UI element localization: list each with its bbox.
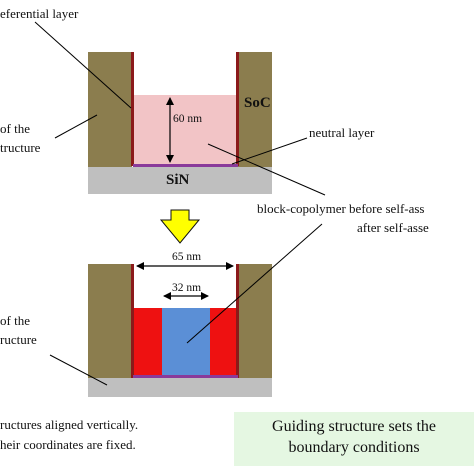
structure-label-top: tructure — [0, 140, 41, 155]
preferential-layer-left-bottom — [131, 264, 134, 378]
soc-label: SoC — [244, 95, 271, 111]
preferential-layer-left-top — [131, 52, 134, 166]
of-the-label-bottom: of the — [0, 313, 30, 328]
neutral-layer-label: neutral layer — [309, 125, 375, 140]
width-outer-label: 65 nm — [172, 251, 202, 263]
soc-wall-left-bottom — [88, 264, 132, 378]
process-arrow-icon — [159, 209, 201, 244]
soc-wall-right-bottom — [238, 264, 272, 378]
leader-bcp-before — [207, 143, 326, 196]
preferential-layer-right-top — [236, 52, 239, 166]
fixed-text: heir coordinates are fixed. — [0, 437, 136, 452]
preferential-layer-right-bottom — [236, 264, 239, 378]
sin-substrate-bottom — [88, 378, 272, 397]
bcp-before-label: block-copolymer before self-ass — [257, 201, 425, 216]
aligned-text: ructures aligned vertically. — [0, 417, 139, 432]
structure-label-bottom: ructure — [0, 332, 37, 347]
leader-after-self — [186, 223, 323, 344]
neutral-layer-top — [133, 164, 238, 167]
sin-label: SiN — [166, 172, 190, 188]
sin-substrate-top — [88, 167, 272, 194]
after-self-label: after self-asse — [357, 220, 429, 235]
callout-line-1: Guiding structure sets the — [272, 418, 436, 435]
neutral-layer-bottom — [133, 375, 238, 378]
preferential-layer-label: eferential layer — [0, 6, 79, 21]
soc-wall-right-top — [238, 52, 272, 167]
leader-structure-top — [54, 114, 98, 139]
width-inner-label: 32 nm — [172, 282, 202, 294]
boundary-callout: Guiding structure sets the boundary cond… — [234, 412, 474, 466]
thickness-label: 60 nm — [173, 113, 203, 125]
leader-preferential — [34, 21, 132, 109]
red-domain-left — [134, 308, 162, 376]
bcp-before-fill — [134, 95, 238, 164]
leader-structure-bottom — [49, 354, 108, 386]
soc-wall-left-top — [88, 52, 132, 167]
of-the-label-top: of the — [0, 121, 30, 136]
red-domain-right — [210, 308, 238, 376]
callout-line-2: boundary conditions — [288, 439, 420, 456]
blue-domain-center — [162, 308, 210, 376]
